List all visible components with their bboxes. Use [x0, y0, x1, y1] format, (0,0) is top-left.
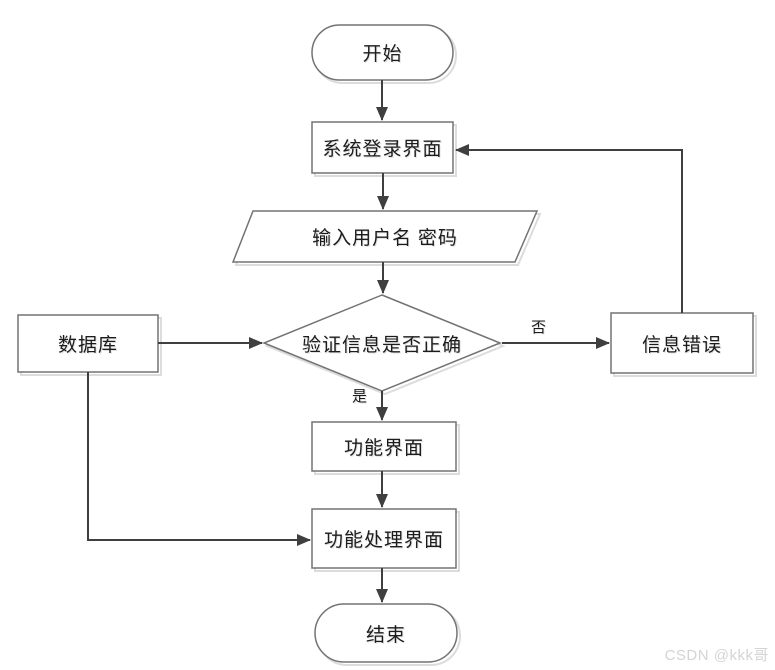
login-node — [311, 121, 454, 174]
database-node — [17, 314, 159, 373]
connector-database-to-process — [87, 372, 311, 546]
error-node — [610, 312, 754, 374]
end-node — [314, 603, 458, 663]
decision-node — [262, 294, 502, 392]
process-node — [311, 508, 457, 569]
function-node — [311, 421, 457, 472]
input-node — [231, 210, 539, 263]
start-node — [311, 24, 454, 81]
connector-error-to-login — [455, 144, 683, 313]
